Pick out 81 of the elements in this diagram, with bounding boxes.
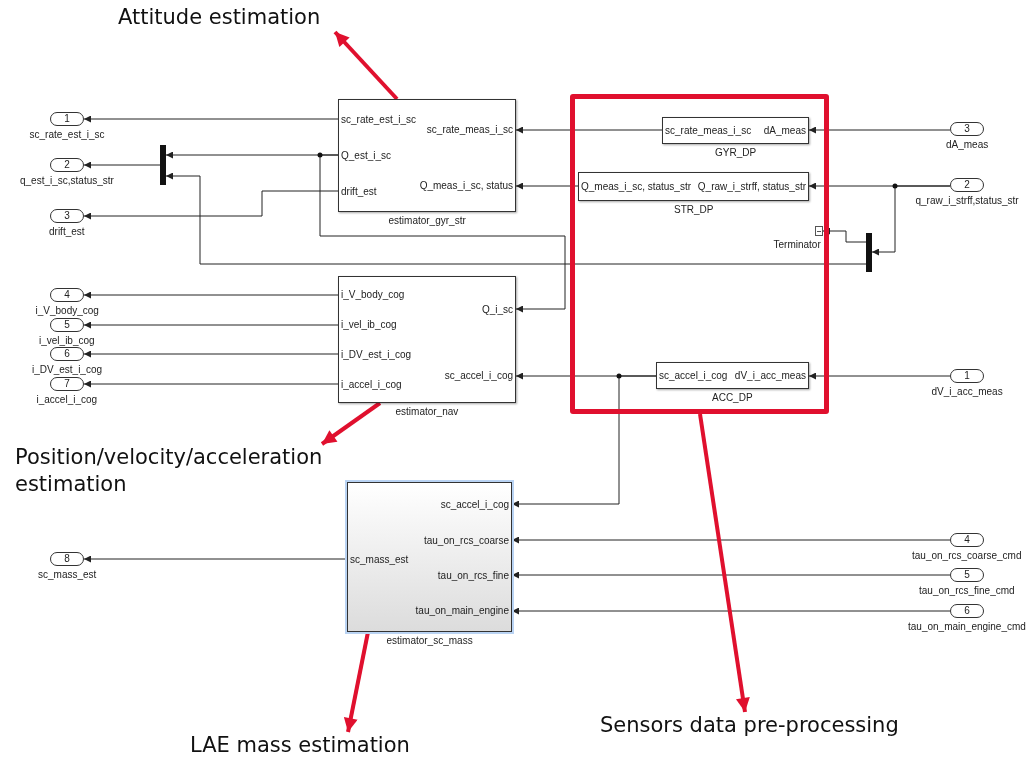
signal-line [511, 375, 657, 508]
callout-arrow [343, 631, 370, 733]
port-name: i_DV_est_i_cog [341, 349, 412, 361]
signal-line [83, 321, 339, 329]
signal-line [871, 185, 951, 256]
signal-line [83, 190, 339, 220]
port-label: q_raw_i_strff,status_str [914, 195, 1020, 207]
block-name: ACC_DP [711, 392, 754, 404]
port-label: tau_on_rcs_coarse_cmd [911, 550, 1023, 562]
signal-line [83, 555, 348, 563]
signal-line [822, 227, 867, 243]
mux-bar [866, 233, 872, 272]
port-name: sc_rate_meas_i_sc [665, 125, 752, 137]
port-label: dA_meas [945, 139, 990, 151]
subsystem-block [578, 172, 809, 201]
callout-arrow [320, 401, 382, 446]
signal-line [515, 126, 663, 134]
port-label: tau_on_rcs_fine_cmd [918, 585, 1016, 597]
port-label: i_V_body_cog [34, 305, 100, 317]
port-name: dA_meas [763, 125, 806, 137]
port-label: i_vel_ib_cog [38, 335, 96, 347]
port-name: Q_meas_i_sc, status_str [581, 181, 692, 193]
block-name: STR_DP [673, 204, 715, 216]
subsystem-block [338, 276, 516, 403]
block-name: estimator_sc_mass [385, 635, 474, 647]
port-name: sc_rate_meas_i_sc [426, 124, 513, 136]
port-label: Terminator [772, 239, 822, 251]
port-name: i_accel_i_cog [341, 379, 402, 391]
port-label: drift_est [48, 226, 86, 238]
port-name: tau_on_rcs_fine [437, 570, 509, 582]
subsystem-block [662, 117, 809, 144]
terminator-icon [815, 226, 823, 236]
port-name: sc_accel_i_cog [440, 499, 509, 511]
signal-line [808, 126, 951, 134]
annotation-text: LAE mass estimation [190, 732, 460, 760]
port-label: i_DV_est_i_cog [31, 364, 104, 376]
signal-line [515, 182, 579, 190]
port-name: dV_i_acc_meas [734, 370, 806, 382]
port-name: drift_est [341, 186, 377, 198]
port-name: sc_mass_est [350, 554, 409, 566]
signal-line [808, 372, 951, 380]
port-name: tau_on_rcs_coarse [423, 535, 509, 547]
signal-line [319, 154, 566, 313]
callout-arrow [698, 413, 750, 713]
block-name: estimator_nav [394, 406, 460, 418]
signal-line [511, 571, 951, 579]
port-name: Q_i_sc [481, 304, 513, 316]
signal-line [83, 380, 339, 388]
signal-line [83, 350, 339, 358]
port-label: dV_i_acc_meas [930, 386, 1004, 398]
port-name: tau_on_main_engine [415, 605, 509, 617]
port-label: q_est_i_sc,status_str [19, 175, 115, 187]
signal-line [511, 536, 951, 544]
port-name: Q_est_i_sc [341, 150, 392, 162]
callout-arrow [333, 30, 399, 101]
port-label: i_accel_i_cog [35, 394, 99, 406]
signal-line [511, 607, 951, 615]
annotation-text: Sensors data pre-processing [600, 712, 980, 740]
annotation-text: Attitude estimation [118, 4, 378, 32]
port-name: Q_raw_i_strff, status_str [697, 181, 806, 193]
annotation-text: Position/velocity/acceleration estimation [15, 444, 425, 500]
port-name: sc_accel_i_cog [444, 370, 513, 382]
signal-line [83, 115, 339, 123]
block-name: GYR_DP [714, 147, 758, 159]
signal-line [83, 161, 161, 169]
port-name: sc_accel_i_cog [659, 370, 728, 382]
port-name: i_vel_ib_cog [341, 319, 397, 331]
highlight-frame [570, 94, 829, 414]
port-label: sc_mass_est [37, 569, 98, 581]
port-name: sc_rate_est_i_sc [341, 114, 417, 126]
port-name: Q_meas_i_sc, status [419, 180, 513, 192]
subsystem-block [656, 362, 809, 389]
subsystem-block [338, 99, 516, 212]
port-name: i_V_body_cog [341, 289, 405, 301]
mux-bar [160, 145, 166, 185]
subsystem-block [347, 482, 512, 632]
port-label: tau_on_main_engine_cmd [907, 621, 1027, 633]
signal-line [83, 291, 339, 299]
port-label: sc_rate_est_i_sc [28, 129, 106, 141]
signal-line [165, 172, 867, 265]
block-name: estimator_gyr_str [387, 215, 467, 227]
